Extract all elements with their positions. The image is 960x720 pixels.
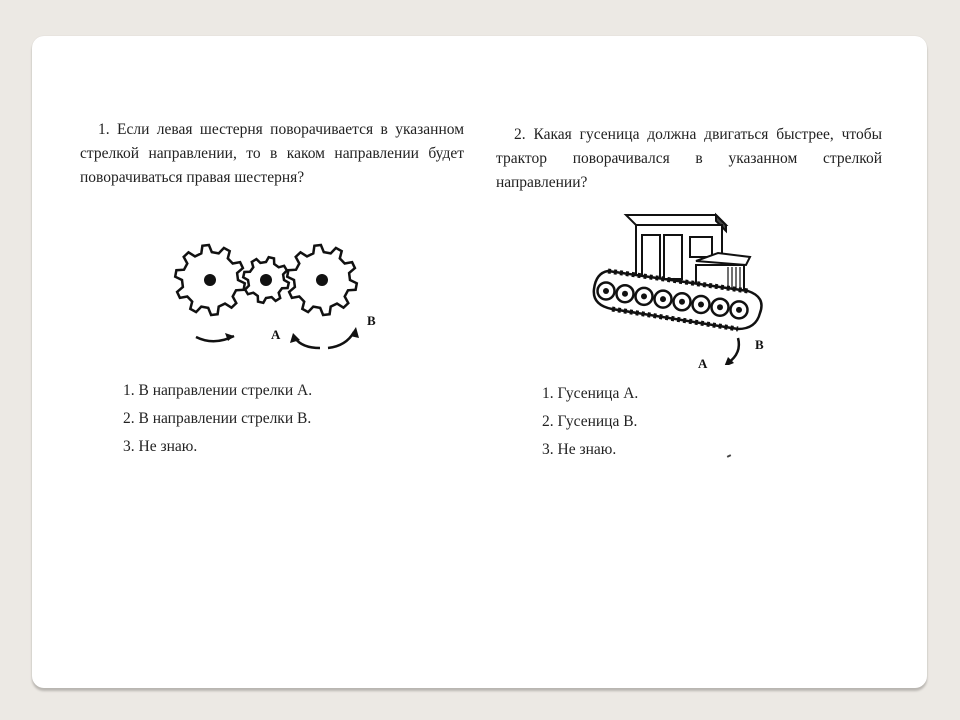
tractor-wheel-hub — [641, 293, 647, 300]
tractor-wheel-hub — [622, 290, 628, 297]
tractor-wheel-hub — [698, 301, 704, 308]
answer-option[interactable]: 2. Гусеница В. — [542, 413, 638, 430]
question1-text: 1. Если левая шестерня поворачивается в … — [80, 121, 464, 186]
gears-illustration — [173, 243, 359, 350]
gear-hub — [204, 274, 216, 286]
gear-label-a: А — [271, 327, 281, 342]
tractor-label-b: В — [755, 337, 764, 352]
answer-option[interactable]: 2. В направлении стрелки В. — [123, 410, 312, 427]
gear-label-b: В — [367, 313, 376, 328]
answer-option[interactable]: 3. Не знаю. — [123, 438, 198, 455]
answer-option[interactable]: 1. Гусеница А. — [542, 385, 639, 402]
slide — [32, 36, 927, 688]
tractor-wheel-hub — [717, 304, 723, 311]
tractor-label-a: А — [698, 356, 708, 371]
answer-option[interactable]: 3. Не знаю. — [542, 441, 617, 458]
gear-hub — [260, 274, 272, 286]
tractor-wheel-hub — [679, 298, 685, 305]
tractor-wheel-hub — [603, 288, 609, 294]
tractor-wheel-hub — [660, 296, 666, 303]
question1-answers: 1. В направлении стрелки А. 2. В направл… — [123, 377, 312, 461]
arrow-b-icon — [327, 331, 356, 350]
question2-answers: 1. Гусеница А. 2. Гусеница В. 3. Не знаю… — [542, 380, 638, 464]
question2-text: 2. Какая гусеница должна двигаться быстр… — [496, 126, 882, 191]
tractor-wheel-hub — [736, 306, 742, 313]
gear-hub — [316, 274, 328, 286]
tractor-icon — [592, 212, 763, 365]
answer-option[interactable]: 1. В направлении стрелки А. — [123, 382, 313, 399]
